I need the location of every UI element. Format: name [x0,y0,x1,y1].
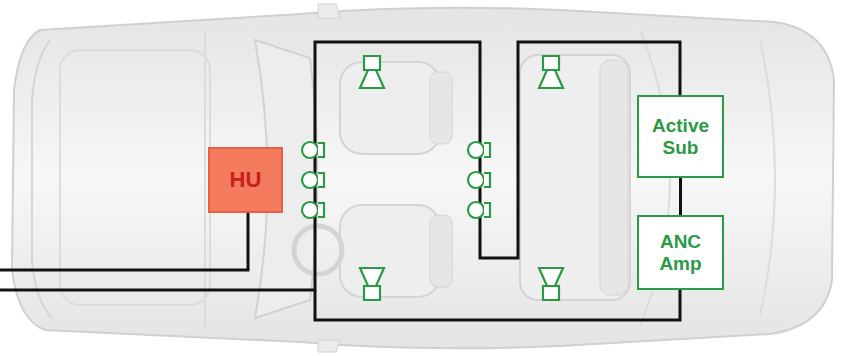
hu-wire [0,213,248,270]
box-label: HU [230,167,262,192]
door-speaker [539,268,563,300]
box-label: ANC Amp [642,231,719,275]
microphone-array [302,142,324,218]
amplifier-box: ANC Amp [637,215,724,290]
amplifier-box: Active Sub [637,95,724,178]
door-speaker [360,56,384,88]
bus-connector [680,178,681,215]
head-unit-box: HU [208,147,283,213]
speakers [302,56,563,300]
bus-wire [0,42,680,290]
box-label: Active Sub [642,115,719,159]
door-speaker [360,268,384,300]
microphone-array [468,142,490,218]
door-speaker [539,56,563,88]
